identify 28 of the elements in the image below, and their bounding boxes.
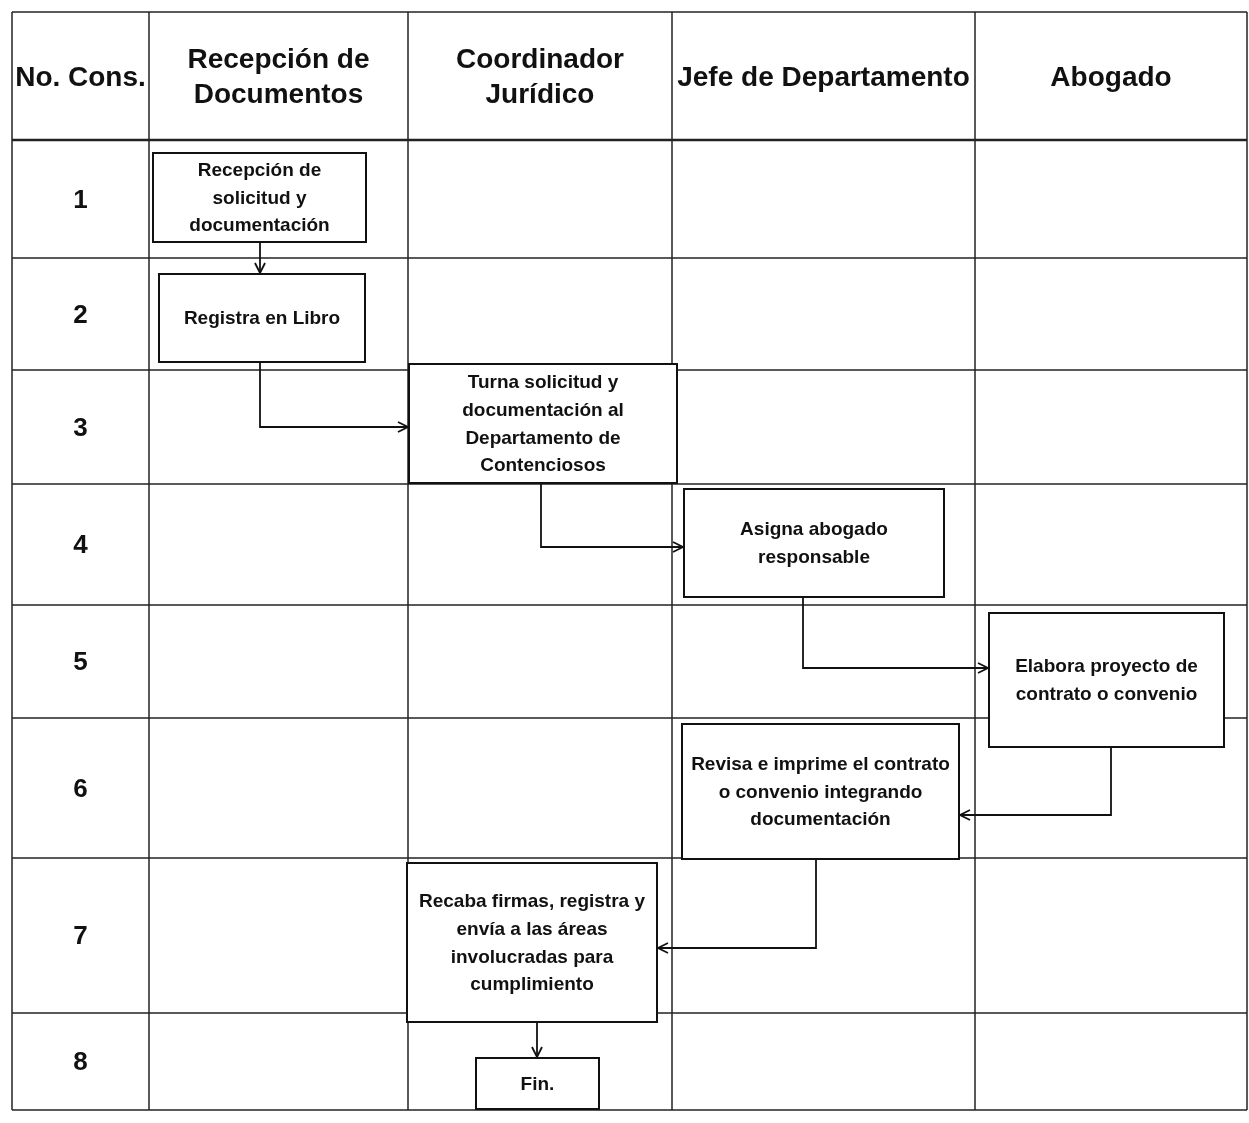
column-header: Jefe de Departamento [677,59,970,94]
row-number: 8 [73,1045,88,1078]
arrow [531,1022,543,1058]
row-number: 7 [73,919,88,952]
row-number: 3 [73,410,88,444]
process-box: Registra en Libro [158,273,366,363]
process-box: Asigna abogado responsable [683,488,945,598]
row-number: 4 [73,528,88,561]
column-header: Recepción de Documentos [186,42,371,111]
row-number: 5 [73,645,88,678]
row-number: 2 [73,297,88,331]
process-box: Turna solicitud y documentación al Departamento de Contenciosos [408,363,678,484]
process-box: Revisa e imprime el contrato o convenio integrando documentación [681,723,960,860]
arrow [259,362,409,433]
column-header: No. Cons. [15,59,146,94]
row-number: 1 [73,182,88,216]
process-box: Fin. [475,1057,600,1110]
arrow [802,597,989,674]
row-number: 6 [73,771,88,805]
arrow [540,483,684,553]
process-box: Recaba firmas, registra y envía a las áreas involucradas para cumplimiento [406,862,658,1023]
arrow [959,747,1112,821]
arrow [254,242,266,274]
process-box: Elabora proyecto de contrato o convenio [988,612,1225,748]
column-header: Abogado [1050,59,1172,94]
process-box: Recepción de solicitud y documentación [152,152,367,243]
column-header: Coordinador Jurídico [455,42,625,111]
arrow [657,859,817,954]
